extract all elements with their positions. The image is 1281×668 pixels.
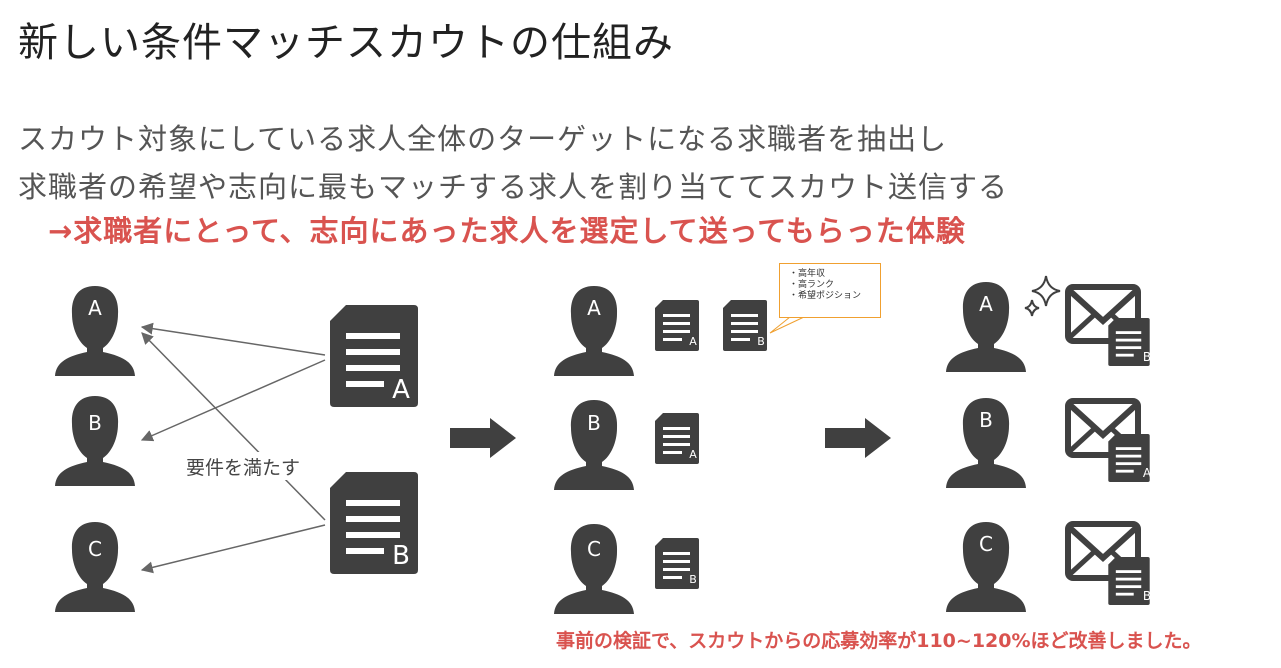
result-footnote: 事前の検証で、スカウトからの応募効率が110~120%ほど改善しました。 [556,630,1202,652]
description-line-1: スカウト対象にしている求人全体のターゲットになる求職者を抽出し [18,122,948,156]
job-label: A [392,375,410,405]
stage2-doc-b-for-a-icon: B [723,300,767,351]
svg-text:B: B [757,335,765,348]
stage3-mail-c-envelope-icon: B [1068,524,1151,605]
stage1-candidate-a: A [55,286,135,376]
candidate-label: B [88,411,102,435]
stage3-candidate-b: B [946,398,1026,488]
page-title: 新しい条件マッチスカウトの仕組み [18,20,674,66]
svg-text:B: B [689,573,697,586]
candidate-label: B [979,408,993,432]
job-label: B [392,541,410,571]
requirement-label: 要件を満たす [186,457,300,479]
candidate-label: A [979,292,993,316]
stage2-candidate-a: A [554,286,634,376]
stage2-doc-a-for-b-icon: A [655,413,699,464]
stage2-doc-a-for-a-icon: A [655,300,699,351]
svg-text:A: A [689,448,697,461]
svg-text:B: B [1143,350,1151,364]
stage2-candidate-c: C [554,524,634,614]
candidate-label: A [587,296,601,320]
candidate-label: B [587,411,601,435]
flow-arrow-2 [825,418,891,458]
sparkle-icon [1024,275,1061,317]
flow-arrow-1 [450,418,516,458]
candidate-label: A [88,296,102,320]
match-criteria-callout: ・高年収 ・高ランク ・希望ポジション [779,263,881,318]
candidate-label: C [587,537,601,561]
svg-text:A: A [689,335,697,348]
stage2-candidate-b: B [554,400,634,490]
stage2-doc-b-for-c-icon: B [655,538,699,589]
stage1-job-a-document-icon: A [330,305,418,407]
stage1-candidate-b: B [55,396,135,486]
stage1-job-b-document-icon: B [330,472,418,574]
stage1-candidate-c: C [55,522,135,612]
description-line-2: 求職者の希望や志向に最もマッチする求人を割り当ててスカウト送信する [18,170,1009,204]
svg-text:A: A [1143,466,1152,480]
stage3-candidate-c: C [946,522,1026,612]
candidate-label: C [979,532,993,556]
stage3-mail-b-envelope-icon: A [1068,401,1152,482]
svg-text:B: B [1143,589,1151,603]
stage3-candidate-a: A [946,282,1026,372]
highlight-text: →求職者にとって、志向にあった求人を選定して送ってもらった体験 [48,214,966,248]
criteria-item: ・高ランク [789,280,835,290]
candidate-label: C [88,537,102,561]
criteria-item: ・希望ポジション [789,291,862,301]
requirement-arrows [140,322,326,574]
criteria-item: ・高年収 [789,269,826,279]
stage3-mail-a-envelope-icon: B [1068,287,1151,366]
